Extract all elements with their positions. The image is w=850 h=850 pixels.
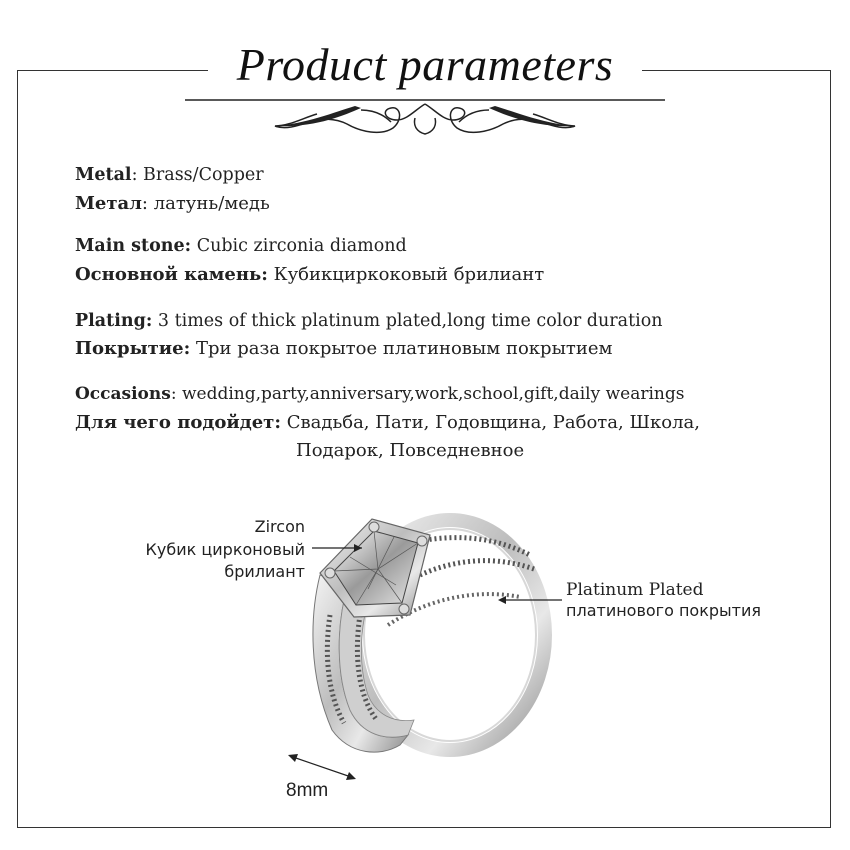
- spec-value: Кубикциркоковый брилиант: [273, 264, 545, 285]
- spec-plating-en: Plating: 3 times of thick platinum plate…: [75, 311, 663, 331]
- ring-image: [312, 513, 552, 757]
- callout-zircon-ru-1: Кубик цирконовый: [145, 540, 305, 559]
- spec-metal-ru: Метал: латунь/медь: [75, 193, 270, 214]
- spec-value: Brass/Copper: [143, 165, 264, 185]
- spec-label: Main stone:: [75, 236, 192, 256]
- spec-occasions-ru: Для чего подойдет: Свадьба, Пати, Годовщ…: [75, 412, 700, 433]
- spec-label: Plating:: [75, 311, 153, 331]
- spec-sep: :: [141, 193, 154, 214]
- title-background: [208, 40, 642, 100]
- callout-zircon-en: Zircon: [254, 517, 305, 536]
- spec-value: wedding,party,anniversary,work,school,gi…: [181, 384, 685, 404]
- spec-stone-en: Main stone: Cubic zirconia diamond: [75, 236, 407, 256]
- page-title: Product parameters: [236, 39, 614, 90]
- spec-stone-ru: Основной камень: Кубикциркоковый брилиан…: [75, 264, 544, 285]
- spec-sep: :: [170, 384, 182, 404]
- spec-occasions-ru-cont: Подарок, Повседневное: [296, 440, 524, 461]
- spec-occasions-en: Occasions: wedding,party,anniversary,wor…: [75, 384, 684, 404]
- callout-plated-ru: платинового покрытия: [566, 601, 762, 620]
- spec-plating-ru: Покрытие: Три раза покрытое платиновым п…: [75, 338, 613, 359]
- spec-label: Metal: [75, 165, 132, 185]
- spec-label: Для чего подойдет:: [75, 412, 281, 433]
- dimension-label: 8mm: [286, 780, 329, 801]
- spec-label: Occasions: [75, 384, 171, 404]
- callout-zircon-ru-2: брилиант: [224, 562, 305, 581]
- spec-value: 3 times of thick platinum plated,long ti…: [157, 311, 663, 331]
- spec-value: Подарок, Повседневное: [296, 440, 525, 461]
- callout-plated-en: Platinum Plated: [566, 580, 704, 600]
- spec-label: Покрытие:: [75, 338, 191, 359]
- spec-value: Три раза покрытое платиновым покрытием: [195, 338, 613, 359]
- spec-metal-en: Metal: Brass/Copper: [75, 165, 264, 185]
- spec-sep: :: [131, 165, 144, 185]
- flourish-ornament-icon: [185, 99, 665, 135]
- spec-value: латунь/медь: [153, 193, 270, 214]
- spec-label: Основной камень:: [75, 264, 268, 285]
- spec-value: Свадьба, Пати, Годовщина, Работа, Школа,: [286, 412, 700, 433]
- spec-value: Cubic zirconia diamond: [196, 236, 407, 256]
- spec-label: Метал: [75, 193, 142, 214]
